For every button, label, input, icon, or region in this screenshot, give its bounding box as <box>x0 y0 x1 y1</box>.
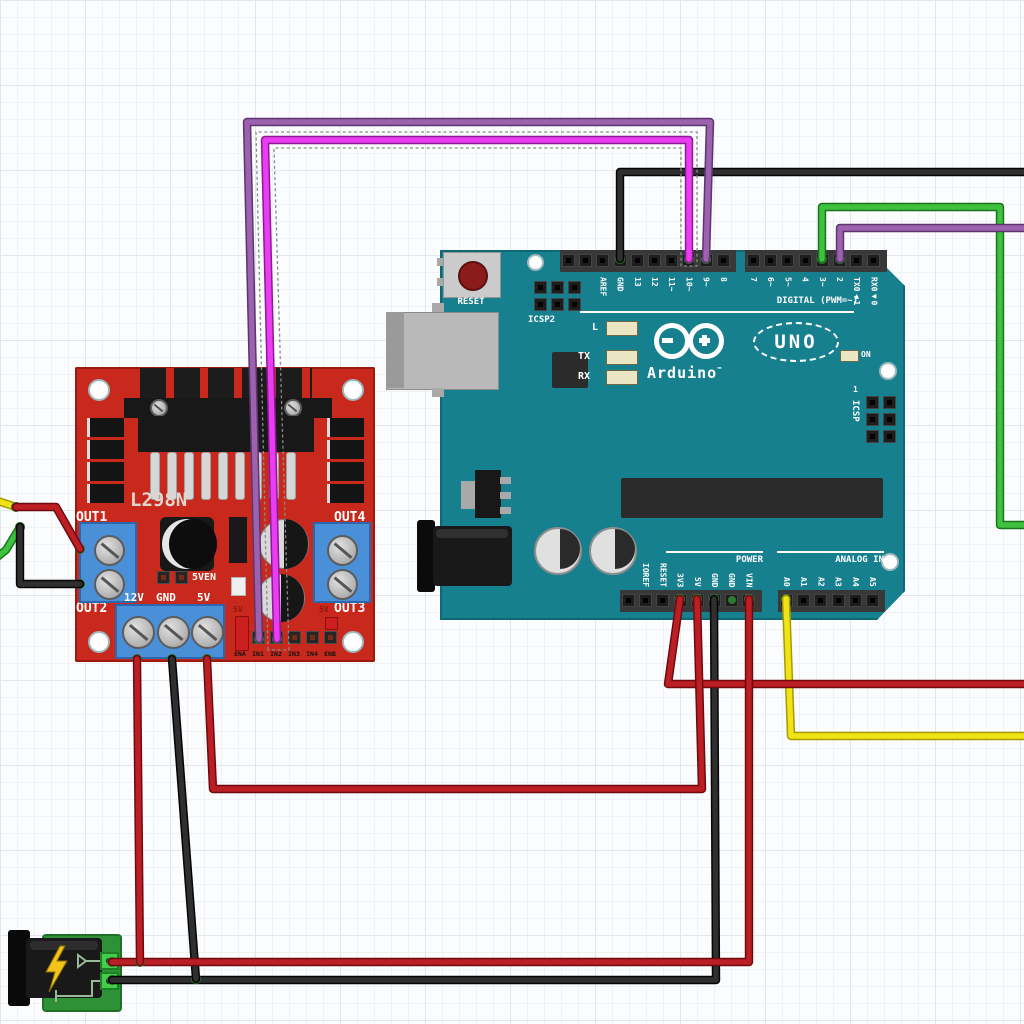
out2-label: OUT2 <box>76 601 108 616</box>
pin-label-A5: A5 <box>868 577 877 587</box>
pin-analog-A2[interactable] <box>814 594 828 607</box>
l298n-title: L298N <box>130 489 188 511</box>
pin-digital-right-6~[interactable] <box>764 254 778 267</box>
brand-tm: ™ <box>717 366 723 374</box>
ctrl-label-IN2: IN2 <box>270 650 282 658</box>
pin-digital-right-RX0◀0[interactable] <box>867 254 881 267</box>
ctrl-label-ENA: ENA <box>234 650 246 658</box>
pin-label-9~: 9~ <box>701 277 711 287</box>
led-on-label: ON <box>861 350 871 359</box>
pin-label-8: 8 <box>718 277 728 282</box>
transistor-small <box>229 517 247 563</box>
diode <box>87 462 124 481</box>
pin-label-GND: GND <box>710 572 719 587</box>
in1-d9-purple-wire[interactable] <box>244 119 713 642</box>
ic-leg <box>184 452 194 500</box>
pin-digital-right-5~[interactable] <box>781 254 795 267</box>
digital-rule <box>580 311 854 313</box>
arduino-gnd-jack-black-wire[interactable] <box>109 596 719 983</box>
icsp-pin[interactable] <box>883 413 896 426</box>
mounting-hole <box>88 379 110 401</box>
power-rule <box>666 551 763 553</box>
out1-red-wire[interactable] <box>13 504 83 552</box>
pin-label-A2: A2 <box>816 577 826 587</box>
pin-label-7: 7 <box>749 277 758 282</box>
uno-model-badge: UNO <box>753 322 839 362</box>
icsp-pin[interactable] <box>866 413 879 426</box>
pin-analog-A4[interactable] <box>848 594 862 607</box>
d3-green-wire[interactable] <box>819 204 1024 528</box>
digital-caption: DIGITAL (PWM=~) <box>776 296 858 306</box>
diode <box>87 418 124 437</box>
icsp-pin1-label: 1 <box>853 385 858 394</box>
mounting-hole <box>881 553 899 571</box>
pin-label-6~: 6~ <box>766 277 776 287</box>
ic-leg <box>218 452 228 500</box>
smd-component <box>231 577 246 596</box>
ena-jumper[interactable] <box>235 616 249 651</box>
pin-digital-left-8[interactable] <box>716 254 730 267</box>
pin-label-5~: 5~ <box>783 277 793 287</box>
ena-5v-label: 5V <box>233 605 243 614</box>
vin-jack-red-wire[interactable] <box>109 596 752 965</box>
5ven-label: 5VEN <box>192 572 217 583</box>
led-on <box>840 350 859 362</box>
pin-analog-A5[interactable] <box>866 594 879 607</box>
pin-label-A1: A1 <box>799 577 809 587</box>
icsp-pin[interactable] <box>883 396 896 409</box>
analog-rule <box>777 551 884 553</box>
pin-label-GND: GND <box>727 572 737 587</box>
out2-black-wire[interactable] <box>17 524 83 587</box>
pin-analog-A1[interactable] <box>797 594 811 607</box>
5v-label: 5V <box>197 591 211 604</box>
icsp-pin[interactable] <box>866 430 879 443</box>
capacitor-body <box>169 519 217 569</box>
logo-plus-icon <box>702 335 707 346</box>
pin-label-RX0◀0: RX0◀0 <box>869 277 879 306</box>
pin-label-4: 4 <box>800 277 810 282</box>
analog-caption: ANALOG IN <box>835 555 884 565</box>
mounting-hole <box>88 631 110 653</box>
d2-purple-wire[interactable] <box>837 225 1024 262</box>
pin-label-TX0▲1: TX0▲1 <box>852 277 862 306</box>
ctrl-label-IN1: IN1 <box>252 650 264 658</box>
ic-leg <box>201 452 211 500</box>
diode <box>87 484 124 503</box>
pin-label-A4: A4 <box>850 577 860 587</box>
ic-leg <box>150 452 160 500</box>
ctrl-label-IN3: IN3 <box>288 650 300 658</box>
power-caption: POWER <box>735 555 763 565</box>
icsp-pin[interactable] <box>866 396 879 409</box>
a0-yellow-wire[interactable] <box>783 596 1024 739</box>
icsp-label: ICSP <box>850 400 860 422</box>
out1-label: OUT1 <box>76 510 108 525</box>
l298-gnd-jack-black-wire[interactable] <box>169 656 199 982</box>
motor-left-green-lead[interactable] <box>0 524 23 566</box>
pin-digital-right-TX0▲1[interactable] <box>850 254 864 267</box>
5ven-jumper-pin[interactable] <box>175 571 188 584</box>
gnd-label: GND <box>156 591 176 604</box>
pin-digital-right-7[interactable] <box>747 254 760 267</box>
pin-label-3~: 3~ <box>817 277 827 287</box>
ic-leg <box>235 452 245 500</box>
mounting-hole <box>879 362 897 380</box>
ctrl-label-ENB: ENB <box>324 650 336 658</box>
5ven-jumper-pin[interactable] <box>157 571 170 584</box>
pin-label-A3: A3 <box>833 577 843 587</box>
icsp-pin[interactable] <box>883 430 896 443</box>
5v-red-wire[interactable] <box>204 596 705 792</box>
l298-12v-jack-red-wire[interactable] <box>134 656 143 965</box>
pin-analog-A3[interactable] <box>831 594 845 607</box>
pin-label-2: 2 <box>835 277 844 282</box>
ic-leg <box>167 452 177 500</box>
barrel-jack-rim <box>8 930 30 1006</box>
pin-label-A0: A0 <box>782 577 791 587</box>
pin-label-VIN: VIN <box>744 572 754 587</box>
diode <box>87 440 124 459</box>
ctrl-label-IN4: IN4 <box>306 650 318 658</box>
pin-digital-right-4[interactable] <box>798 254 812 267</box>
12v-label: 12V <box>124 591 144 604</box>
